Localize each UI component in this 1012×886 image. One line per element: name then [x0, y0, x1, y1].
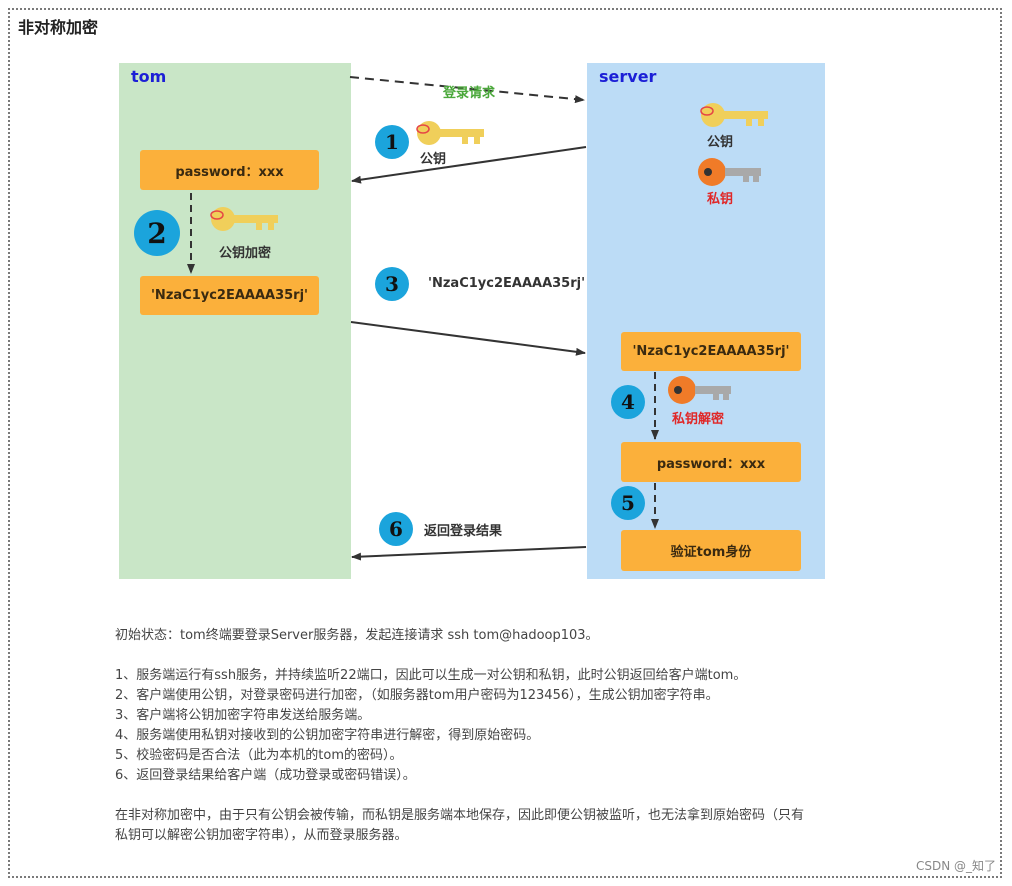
- diagram-frame: [8, 8, 1002, 878]
- description-item-4: 4、服务端使用私钥对接收到的公钥加密字符串进行解密，得到原始密码。: [115, 728, 540, 743]
- step-2-circle: 2: [134, 210, 180, 256]
- step-6-circle: 6: [379, 512, 413, 546]
- tom-password-box: password：xxx: [140, 150, 319, 190]
- step-6-label: 返回登录结果: [424, 524, 503, 539]
- description-intro: 初始状态：tom终端要登录Server服务器，发起连接请求 ssh tom@ha…: [115, 628, 599, 643]
- step-1-label: 公钥: [420, 152, 447, 167]
- encrypt-public-key-icon: [210, 207, 278, 231]
- description-summary-line-1: 在非对称加密中，由于只有公钥会被传输，而私钥是服务端本地保存，因此即便公钥被监听…: [115, 808, 805, 823]
- diagram-title: 非对称加密: [18, 18, 99, 37]
- return-result-arrow: [351, 546, 587, 561]
- description-item-1: 1、服务端运行有ssh服务，并持续监听22端口，因此可以生成一对公钥和私钥，此时…: [115, 668, 747, 683]
- server-password-box: password：xxx: [621, 442, 801, 482]
- step-4-circle: 4: [611, 385, 645, 419]
- server-private-key-icon: [698, 158, 761, 186]
- description-item-5: 5、校验密码是否合法（此为本机的tom的密码）。: [115, 748, 403, 763]
- server-public-key-label: 公钥: [707, 135, 734, 150]
- step-4-label: 私钥解密: [672, 412, 725, 427]
- verify-identity-box: 验证tom身份: [621, 530, 801, 571]
- tom-cipher-box: 'NzaC1yc2EAAAA35rj': [140, 276, 319, 315]
- server-private-key-label: 私钥: [707, 192, 734, 207]
- server-cipher-box: 'NzaC1yc2EAAAA35rj': [621, 332, 801, 371]
- step-5-circle: 5: [611, 486, 645, 520]
- step-3-circle: 3: [375, 267, 409, 301]
- description-item-6: 6、返回登录结果给客户端（成功登录或密码错误）。: [115, 768, 416, 783]
- description-summary-line-2: 私钥可以解密公钥加密字符串），从而登录服务器。: [115, 828, 408, 843]
- tom-panel: tom: [119, 63, 351, 579]
- server-public-key-icon: [700, 103, 768, 127]
- server-panel-label: server: [599, 67, 657, 86]
- login-request-label: 登录请求: [443, 86, 496, 101]
- description-item-3: 3、客户端将公钥加密字符串发送给服务端。: [115, 708, 371, 723]
- send-cipher-arrow: [350, 321, 586, 356]
- step-2-label: 公钥加密: [219, 246, 272, 261]
- description-item-2: 2、客户端使用公钥，对登录密码进行加密，（如服务器tom用户密码为123456）…: [115, 688, 719, 703]
- step-1-circle: 1: [375, 125, 409, 159]
- login-request-arrow: [349, 76, 585, 104]
- tom-panel-label: tom: [131, 67, 167, 86]
- public-key-return-arrow: [351, 146, 587, 184]
- csdn-watermark: CSDN @_知了: [915, 859, 996, 873]
- decrypt-private-key-icon: [668, 376, 731, 404]
- public-key-icon: [416, 121, 484, 145]
- step-3-label: 'NzaC1yc2EAAAA35rj': [428, 276, 586, 291]
